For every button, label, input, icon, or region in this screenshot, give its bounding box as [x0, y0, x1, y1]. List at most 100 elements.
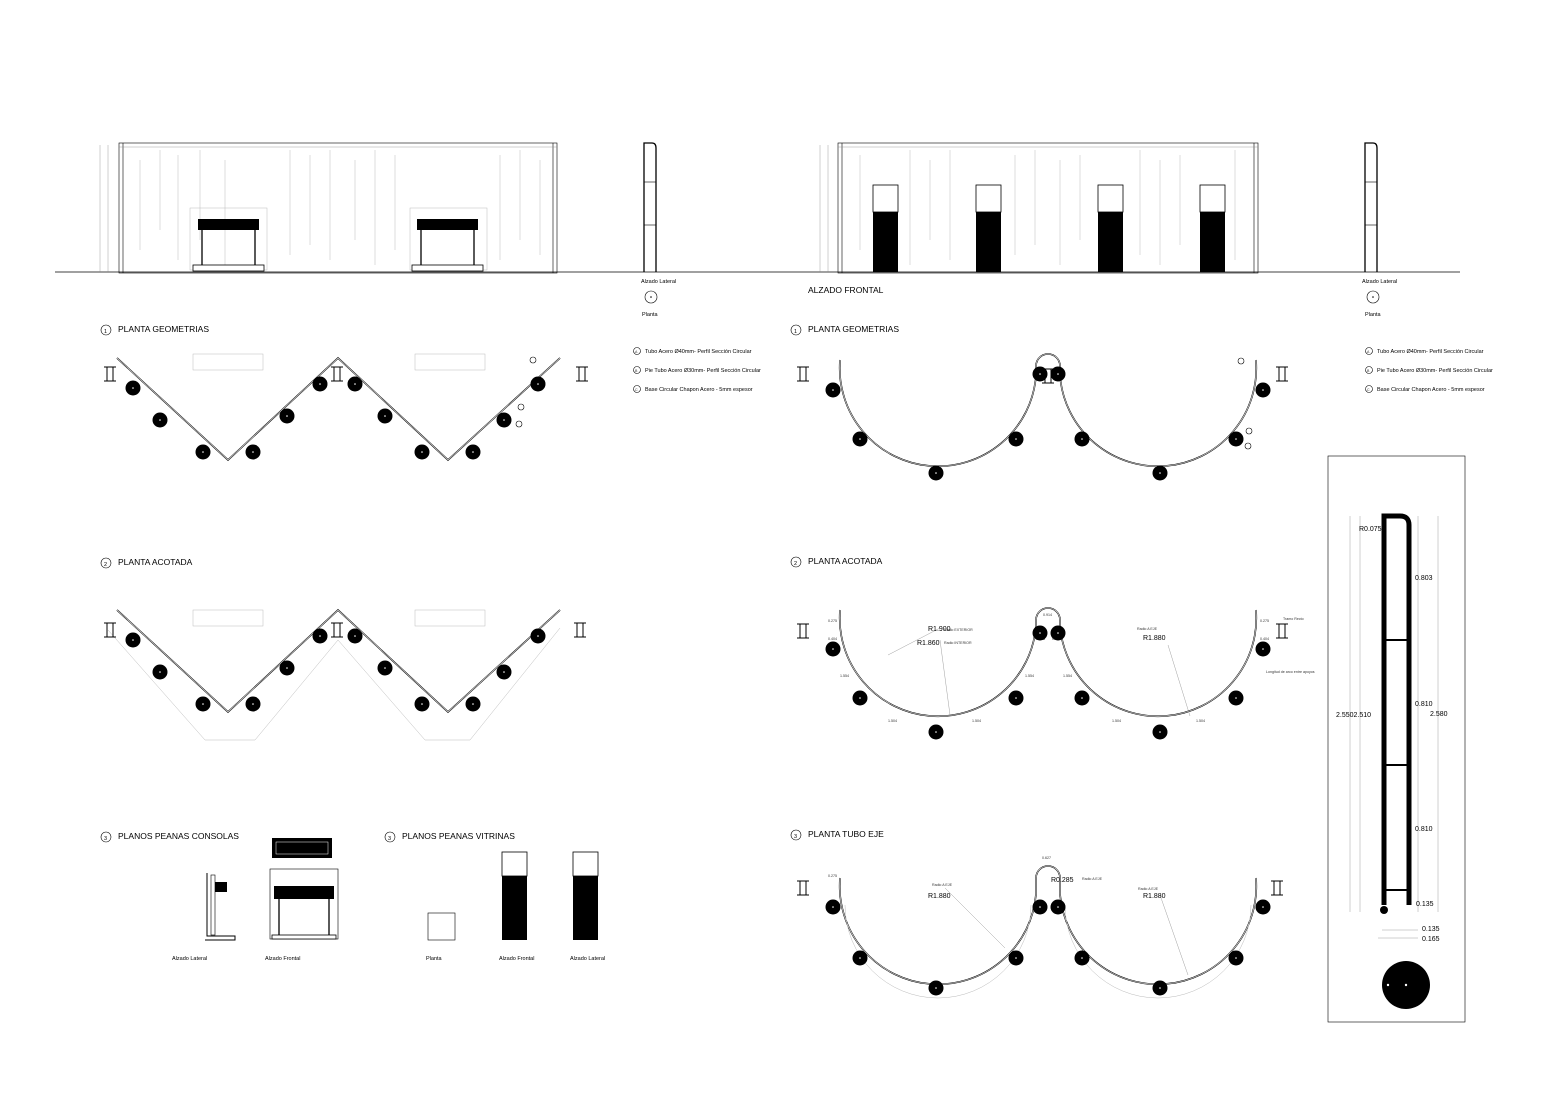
marks-A-B-C [1237, 357, 1253, 450]
dim-r-eje: R1.880 [1143, 893, 1166, 900]
console-top [198, 219, 259, 230]
svg-text:PLANOS PEANAS VITRINAS: PLANOS PEANAS VITRINAS [402, 831, 515, 841]
dim-r-eje: R1.880 [928, 893, 951, 900]
support-base [1228, 690, 1244, 706]
svg-text:3: 3 [388, 836, 391, 842]
support-base [245, 696, 261, 712]
svg-text:1.504: 1.504 [888, 719, 897, 723]
end-bracket [1271, 880, 1283, 896]
support-base [852, 690, 868, 706]
support-base [279, 408, 295, 424]
support-base [465, 444, 481, 460]
support-base [1032, 366, 1048, 382]
svg-text:A: A [1367, 350, 1370, 354]
support-base [530, 376, 546, 392]
consolas-details: Alzado Lateral Alzado Frontal [172, 838, 339, 962]
label-radio-exterior: Radio EXTERIOR [944, 628, 973, 632]
support-base [1255, 899, 1271, 915]
support-base [347, 376, 363, 392]
support-base [377, 408, 393, 424]
end-bracket [576, 366, 588, 382]
support-base [1050, 366, 1066, 382]
svg-text:Pie Tubo Acero Ø30mm- Perfil S: Pie Tubo Acero Ø30mm- Perfil Sección Cir… [645, 368, 761, 374]
support-base [496, 412, 512, 428]
support-base [152, 412, 168, 428]
svg-text:1: 1 [794, 329, 797, 335]
svg-text:PLANTA GEOMETRIAS: PLANTA GEOMETRIAS [118, 324, 209, 334]
dim-segment-1: 0.803 [1415, 575, 1433, 582]
label-alzado-frontal: Alzado Frontal [499, 956, 534, 962]
support-base [1050, 899, 1066, 915]
vitrina [1097, 184, 1124, 272]
support-base [312, 376, 328, 392]
svg-text:PLANOS PEANAS CONSOLAS: PLANOS PEANAS CONSOLAS [118, 831, 239, 841]
svg-text:0.404: 0.404 [1260, 637, 1269, 641]
plan-arcs-geometrias [838, 353, 1258, 468]
plan-zigzag-geometrias [116, 353, 561, 462]
support-base [347, 628, 363, 644]
heading-planta-geometrias-right: 1 PLANTA GEOMETRIAS [790, 324, 899, 336]
heading-planta-geometrias-left: 1 PLANTA GEOMETRIAS [100, 324, 209, 336]
svg-text:1.554: 1.554 [840, 674, 849, 678]
label-radio-eje: Radio A EJE [932, 883, 953, 887]
svg-text:Tubo Acero Ø40mm- Perfil Secci: Tubo Acero Ø40mm- Perfil Sección Circula… [1377, 349, 1484, 355]
support-base [1074, 690, 1090, 706]
dim-total-right: 2.580 [1430, 711, 1448, 718]
support-base [1152, 724, 1168, 740]
end-bracket [104, 622, 116, 638]
svg-text:0.275: 0.275 [1260, 619, 1269, 623]
support-base [414, 444, 430, 460]
support-base [852, 950, 868, 966]
svg-text:1.504: 1.504 [972, 719, 981, 723]
end-bracket [797, 880, 809, 896]
label-alzado-lateral: Alzado Lateral [1362, 279, 1397, 285]
svg-text:1.504: 1.504 [1112, 719, 1121, 723]
svg-text:PLANTA TUBO EJE: PLANTA TUBO EJE [808, 829, 884, 839]
svg-text:B: B [1367, 369, 1370, 373]
support-base [195, 444, 211, 460]
svg-text:3: 3 [104, 836, 107, 842]
support-base [825, 641, 841, 657]
svg-text:0.404: 0.404 [828, 637, 837, 641]
svg-text:Base Circular Chapon Acero - 5: Base Circular Chapon Acero - 5mm espesor [645, 387, 753, 393]
support-base [125, 632, 141, 648]
heading-planos-peanas-consolas: 3 PLANOS PEANAS CONSOLAS [100, 831, 239, 843]
support-base [1228, 431, 1244, 447]
label-planta: Planta [426, 956, 443, 962]
lateral-post [643, 142, 657, 272]
support-base [1050, 625, 1066, 641]
svg-text:0.275: 0.275 [828, 619, 837, 623]
dim-segment-3: 0.810 [1415, 826, 1433, 833]
support-base [928, 465, 944, 481]
post-pipe [1381, 513, 1412, 905]
support-base [152, 664, 168, 680]
end-bracket [331, 622, 343, 638]
support-base [1032, 899, 1048, 915]
support-base [530, 628, 546, 644]
svg-text:B: B [635, 369, 638, 373]
plan-arcs-tubo-eje: Radio A EJE R1.880 Radio A EJE R1.880 Ra… [828, 856, 1258, 999]
detail-frame [1327, 455, 1466, 1023]
post-detail-panel: R0.075 0.803 0.810 0.810 0.135 2.5502.51… [1327, 455, 1466, 1023]
dim-segment-4: 0.135 [1416, 901, 1434, 908]
dim-r-eje: R1.880 [1143, 635, 1166, 642]
svg-text:C: C [1367, 388, 1370, 392]
support-base [1008, 690, 1024, 706]
support-base [414, 696, 430, 712]
svg-text:0.627: 0.627 [1042, 856, 1051, 860]
support-base [195, 696, 211, 712]
label-planta: Planta [1365, 312, 1382, 318]
label-planta: Planta [642, 312, 659, 318]
svg-text:Base Circular Chapon Acero - 5: Base Circular Chapon Acero - 5mm espesor [1377, 387, 1485, 393]
frame-elevation-left [118, 142, 558, 274]
frame-elevation-right [837, 142, 1259, 274]
dim-r-interior: R1.860 [917, 640, 940, 647]
dim-segment-2: 0.810 [1415, 701, 1433, 708]
heading-planos-peanas-vitrinas: 3 PLANOS PEANAS VITRINAS [384, 831, 515, 843]
support-base [1032, 625, 1048, 641]
support-base [928, 724, 944, 740]
end-bracket [1042, 368, 1054, 384]
svg-text:Tubo Acero Ø40mm- Perfil Secci: Tubo Acero Ø40mm- Perfil Sección Circula… [645, 349, 752, 355]
support-base [465, 696, 481, 712]
dim-total-left: 2.5502.510 [1336, 712, 1371, 719]
